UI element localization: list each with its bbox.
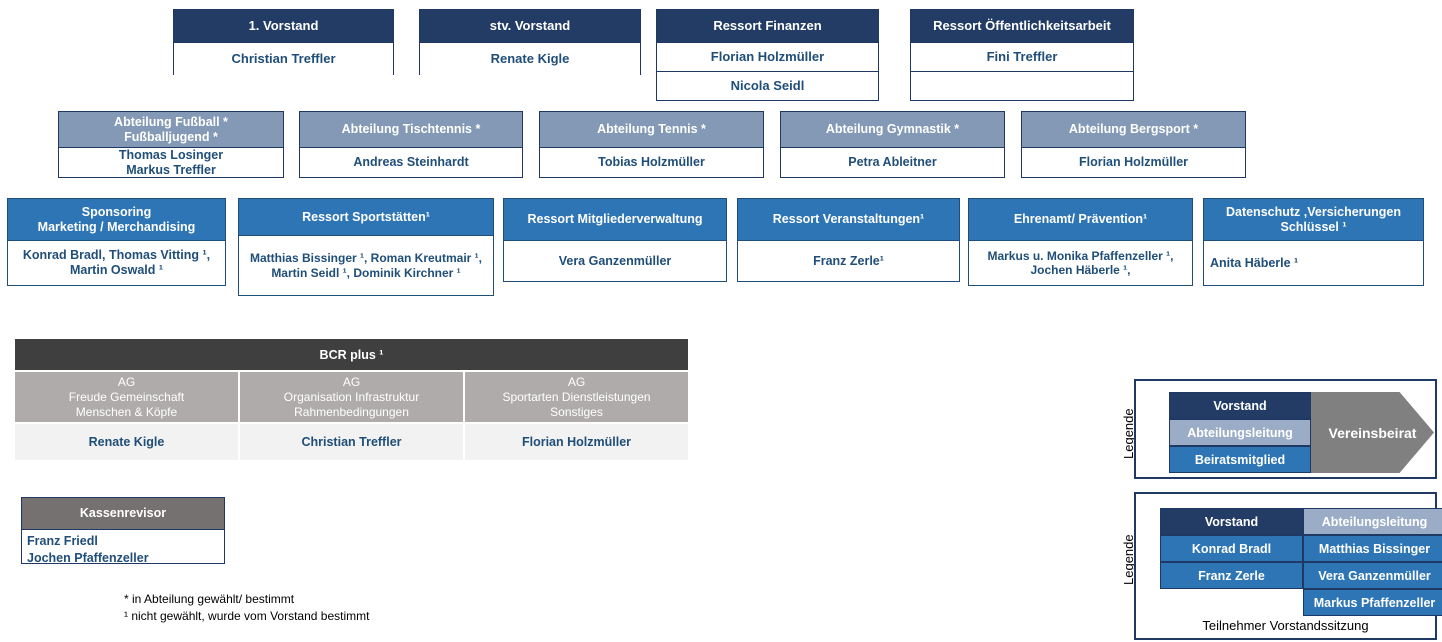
card-abteilung-tennis[interactable]: Abteilung Tennis * Tobias Holzmüller bbox=[539, 111, 764, 178]
card-header: Ressort Veranstaltungen¹ bbox=[738, 199, 959, 240]
card-vorstand-1[interactable]: 1. Vorstand Christian Treffler bbox=[173, 9, 394, 75]
card-member: Franz Friedl Jochen Pfaffenzeller bbox=[22, 529, 224, 565]
card-abteilung-bergsport[interactable]: Abteilung Bergsport * Florian Holzmüller bbox=[1021, 111, 1246, 178]
card-ressort-finanzen[interactable]: Ressort Finanzen Florian Holzmüller Nico… bbox=[656, 9, 879, 101]
card-header: Abteilung Fußball * Fußballjugend * bbox=[59, 112, 283, 147]
card-member: Matthias Bissinger ¹, Roman Kreutmair ¹,… bbox=[239, 235, 493, 295]
card-header: Ressort Sportstätten¹ bbox=[239, 199, 493, 235]
card-header: Ressort Finanzen bbox=[657, 10, 878, 42]
card-member: Vera Ganzenmüller bbox=[504, 240, 726, 281]
card-header: Abteilung Tennis * bbox=[540, 112, 763, 147]
card-member: Tobias Holzmüller bbox=[540, 147, 763, 177]
legend-swatch-vorstand: Vorstand bbox=[1169, 392, 1311, 419]
card-member: Nicola Seidl bbox=[657, 71, 878, 100]
legend2-col1-name: Konrad Bradl bbox=[1160, 535, 1303, 562]
card-header: Ehrenamt/ Prävention¹ bbox=[969, 199, 1192, 240]
card-header: 1. Vorstand bbox=[174, 10, 393, 42]
card-member: Renate Kigle bbox=[420, 42, 640, 75]
card-member: Markus u. Monika Pfaffenzeller ¹, Jochen… bbox=[969, 240, 1192, 285]
card-abteilung-gymnastik[interactable]: Abteilung Gymnastik * Petra Ableitner bbox=[780, 111, 1005, 178]
card-member: Fini Treffler bbox=[911, 42, 1133, 71]
legend2-col1-header: Vorstand bbox=[1160, 508, 1303, 535]
legend-box-1: Vorstand Abteilungsleitung Beiratsmitgli… bbox=[1134, 379, 1437, 479]
legend-box-2: Vorstand Abteilungsleitung Konrad Bradl … bbox=[1134, 492, 1442, 640]
footnotes-text: * in Abteilung gewählt/ bestimmt ¹ nicht… bbox=[124, 592, 370, 623]
card-ehrenamt-praevention[interactable]: Ehrenamt/ Prävention¹ Markus u. Monika P… bbox=[968, 198, 1193, 286]
bcr-plus-block: BCR plus ¹ AG Freude Gemeinschaft Mensch… bbox=[15, 339, 688, 460]
card-header: Ressort Mitgliederverwaltung bbox=[504, 199, 726, 240]
card-ressort-veranstaltungen[interactable]: Ressort Veranstaltungen¹ Franz Zerle¹ bbox=[737, 198, 960, 282]
card-member: Christian Treffler bbox=[174, 42, 393, 75]
card-member: Andreas Steinhardt bbox=[300, 147, 522, 177]
card-header: Datenschutz ,Versicherungen Schlüssel ¹ bbox=[1204, 199, 1423, 240]
card-ressort-oeffentlichkeitsarbeit[interactable]: Ressort Öffentlichkeitsarbeit Fini Treff… bbox=[910, 9, 1134, 101]
bcr-ag-lead: Florian Holzmüller bbox=[465, 424, 688, 460]
card-vorstand-stv[interactable]: stv. Vorstand Renate Kigle bbox=[419, 9, 641, 75]
card-header: Kassenrevisor bbox=[22, 498, 224, 529]
bcr-ag-cell[interactable]: AG Organisation Infrastruktur Rahmenbedi… bbox=[240, 372, 465, 422]
bcr-ag-cell[interactable]: AG Sportarten Dienstleistungen Sonstiges bbox=[465, 372, 688, 422]
card-member: Franz Zerle¹ bbox=[738, 240, 959, 281]
legend-swatch-abteilungsleitung: Abteilungsleitung bbox=[1169, 419, 1311, 446]
card-member: Florian Holzmüller bbox=[1022, 147, 1245, 177]
bcr-ag-lead: Christian Treffler bbox=[240, 424, 465, 460]
legend2-col2-name: Vera Ganzenmüller bbox=[1303, 562, 1442, 589]
legend2-col2-name: Matthias Bissinger bbox=[1303, 535, 1442, 562]
card-member: Anita Häberle ¹ bbox=[1204, 240, 1423, 285]
card-sponsoring-marketing[interactable]: Sponsoring Marketing / Merchandising Kon… bbox=[7, 198, 226, 286]
bcr-plus-title: BCR plus ¹ bbox=[15, 339, 688, 370]
card-member: Thomas Losinger Markus Treffler bbox=[59, 147, 283, 177]
legend-swatch-beiratsmitglied: Beiratsmitglied bbox=[1169, 446, 1311, 473]
card-header: Abteilung Gymnastik * bbox=[781, 112, 1004, 147]
card-header: Ressort Öffentlichkeitsarbeit bbox=[911, 10, 1133, 42]
card-abteilung-fussball[interactable]: Abteilung Fußball * Fußballjugend * Thom… bbox=[58, 111, 284, 178]
bcr-ag-lead: Renate Kigle bbox=[15, 424, 240, 460]
card-header: stv. Vorstand bbox=[420, 10, 640, 42]
card-header: Abteilung Tischtennis * bbox=[300, 112, 522, 147]
legend2-col2-name: Markus Pfaffenzeller bbox=[1303, 589, 1442, 616]
legend2-col1-name: Franz Zerle bbox=[1160, 562, 1303, 589]
card-member: Florian Holzmüller bbox=[657, 42, 878, 71]
legend2-caption: Teilnehmer Vorstandssitzung bbox=[1202, 618, 1369, 633]
card-member: Konrad Bradl, Thomas Vitting ¹, Martin O… bbox=[8, 240, 225, 285]
card-header: Sponsoring Marketing / Merchandising bbox=[8, 199, 225, 240]
card-member: Petra Ableitner bbox=[781, 147, 1004, 177]
card-member-empty bbox=[911, 71, 1133, 100]
card-ressort-sportstaetten[interactable]: Ressort Sportstätten¹ Matthias Bissinger… bbox=[238, 198, 494, 296]
card-header: Abteilung Bergsport * bbox=[1022, 112, 1245, 147]
bcr-ag-cell[interactable]: AG Freude Gemeinschaft Menschen & Köpfe bbox=[15, 372, 240, 422]
legend-arrow-vereinsbeirat: Vereinsbeirat bbox=[1311, 392, 1434, 473]
card-datenschutz-versicherungen[interactable]: Datenschutz ,Versicherungen Schlüssel ¹ … bbox=[1203, 198, 1424, 286]
legend2-col2-header: Abteilungsleitung bbox=[1303, 508, 1442, 535]
card-kassenrevisor[interactable]: Kassenrevisor Franz Friedl Jochen Pfaffe… bbox=[21, 497, 225, 565]
card-abteilung-tischtennis[interactable]: Abteilung Tischtennis * Andreas Steinhar… bbox=[299, 111, 523, 178]
card-ressort-mitgliederverwaltung[interactable]: Ressort Mitgliederverwaltung Vera Ganzen… bbox=[503, 198, 727, 282]
